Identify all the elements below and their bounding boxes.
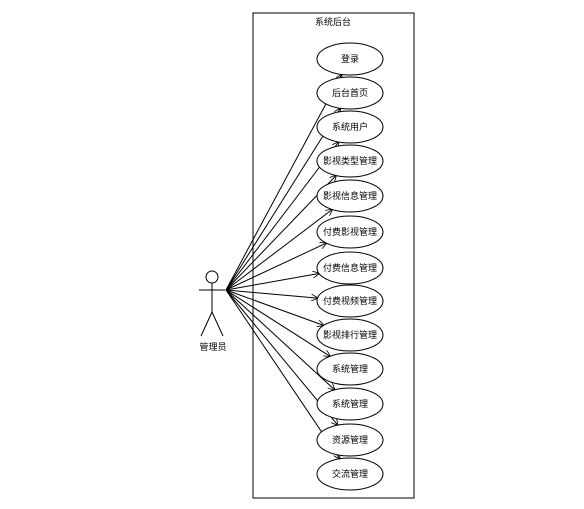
use-case-ellipse (316, 215, 384, 249)
use-case-ellipse (316, 387, 384, 421)
use-case-label: 后台首页 (332, 87, 368, 99)
actor-head (205, 270, 219, 284)
association-line (225, 289, 335, 390)
use-case-label: 付费影视管理 (323, 226, 377, 238)
use-case: 付费信息管理 (316, 251, 384, 285)
use-case: 影视排行管理 (316, 318, 384, 352)
use-case-ellipse (316, 179, 384, 213)
use-case-label: 系统用户 (332, 121, 368, 133)
actor-left-leg (200, 311, 213, 337)
association-line (225, 274, 319, 291)
use-case-ellipse (316, 352, 384, 386)
use-case-label: 系统管理 (332, 398, 368, 410)
use-case: 付费视频管理 (316, 284, 384, 318)
actor-figure (199, 270, 225, 337)
actor-right-leg (211, 311, 224, 337)
use-cases: 登录后台首页系统用户影视类型管理影视信息管理付费影视管理付费信息管理付费视频管理… (316, 42, 384, 491)
use-case-label: 资源管理 (332, 434, 368, 446)
use-case-ellipse (316, 457, 384, 491)
use-case-ellipse (316, 251, 384, 285)
association-line (225, 289, 318, 298)
use-case: 影视类型管理 (316, 144, 384, 178)
use-case-label: 付费视频管理 (323, 295, 377, 307)
use-case: 后台首页 (316, 76, 384, 110)
use-case-label: 付费信息管理 (323, 262, 377, 274)
use-case-label: 系统管理 (332, 363, 368, 375)
use-case: 系统管理 (316, 352, 384, 386)
use-case: 系统管理 (316, 387, 384, 421)
association-line (225, 75, 342, 291)
actor-label: 管理员 (199, 341, 226, 353)
association-line (225, 289, 330, 356)
association-line (225, 108, 340, 291)
use-case: 系统用户 (316, 110, 384, 144)
system-boundary (252, 12, 415, 499)
use-case: 登录 (316, 42, 384, 76)
use-case-ellipse (316, 42, 384, 76)
use-case-ellipse (316, 76, 384, 110)
association-line (225, 243, 326, 291)
use-case-label: 影视类型管理 (323, 155, 377, 167)
use-case-label: 登录 (341, 54, 359, 65)
association-line (225, 289, 324, 325)
association-line (225, 210, 332, 291)
association-line (225, 289, 340, 459)
use-case-ellipse (316, 423, 384, 457)
use-case-label: 影视信息管理 (323, 190, 377, 202)
use-case-ellipse (316, 144, 384, 178)
associations (225, 75, 342, 459)
use-case: 付费影视管理 (316, 215, 384, 249)
use-case: 交流管理 (316, 457, 384, 491)
use-case-ellipse (316, 110, 384, 144)
use-case-label: 影视排行管理 (323, 329, 377, 341)
use-case: 影视信息管理 (316, 179, 384, 213)
use-case: 资源管理 (316, 423, 384, 457)
use-case-ellipse (316, 284, 384, 318)
use-case-label: 交流管理 (332, 468, 368, 480)
system-title: 系统后台 (315, 16, 351, 28)
use-case-ellipse (316, 318, 384, 352)
